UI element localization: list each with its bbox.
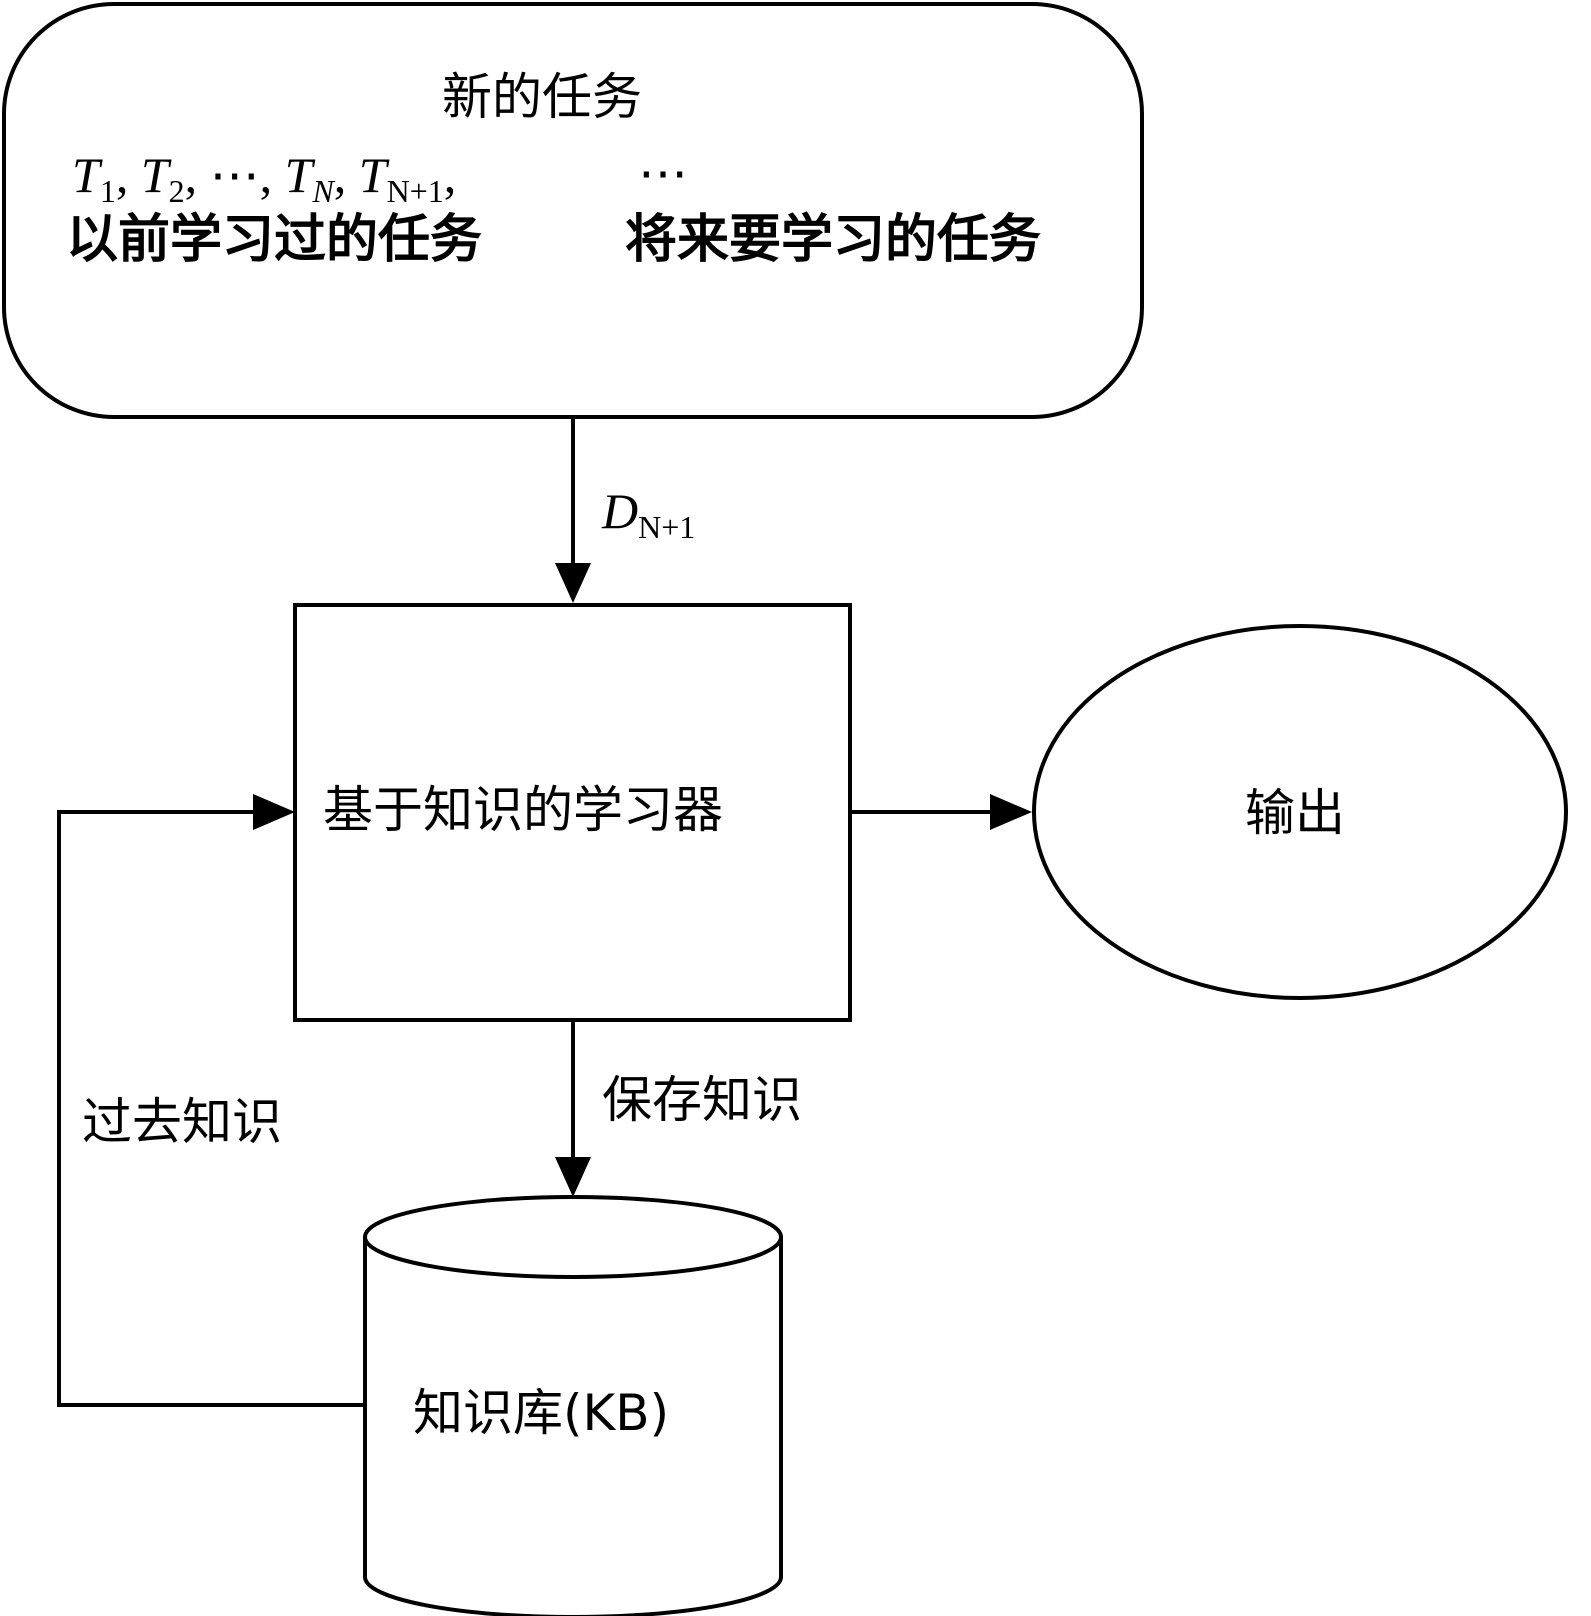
task-ellipsis: ⋯ xyxy=(209,147,260,203)
save-arrow-head xyxy=(555,1157,591,1197)
output-ellipse xyxy=(1032,624,1568,1000)
task-tn-letter: T xyxy=(284,147,313,203)
past-knowledge-line xyxy=(57,810,365,1407)
task-sequence: T1, T2, ⋯, TN, TN+1, xyxy=(72,147,457,209)
task-t2-subscript: 2 xyxy=(168,173,185,209)
save-knowledge-label: 保存知识 xyxy=(602,1071,802,1129)
future-tasks-label: 将来要学习的任务 xyxy=(625,210,1042,270)
data-arrow-head xyxy=(555,563,591,603)
knowledge-base-cylinder-top xyxy=(363,1195,783,1279)
task-tn1-subscript: N+1 xyxy=(386,173,444,209)
future-task-ellipsis: ⋯ xyxy=(638,145,688,201)
task-t1-subscript: 1 xyxy=(99,173,116,209)
learner-label: 基于知识的学习器 xyxy=(323,781,723,839)
data-edge-label: DN+1 xyxy=(602,483,695,543)
tasks-title: 新的任务 xyxy=(442,68,642,126)
task-t2-letter: T xyxy=(140,147,169,203)
output-arrow-head xyxy=(990,794,1032,830)
knowledge-base-label: 知识库(KB) xyxy=(413,1384,670,1442)
data-letter: D xyxy=(602,483,639,539)
data-subscript: N+1 xyxy=(638,509,696,545)
learner-box xyxy=(293,603,852,1022)
output-label: 输出 xyxy=(1245,784,1345,842)
task-tn-subscript: N xyxy=(312,173,334,209)
past-knowledge-label: 过去知识 xyxy=(82,1093,282,1151)
task-tn1-letter: T xyxy=(358,147,387,203)
knowledge-base-cylinder-body xyxy=(363,1237,783,1616)
task-t1-letter: T xyxy=(72,147,100,203)
past-knowledge-arrow-head xyxy=(253,794,295,830)
past-tasks-label: 以前学习过的任务 xyxy=(66,210,483,270)
